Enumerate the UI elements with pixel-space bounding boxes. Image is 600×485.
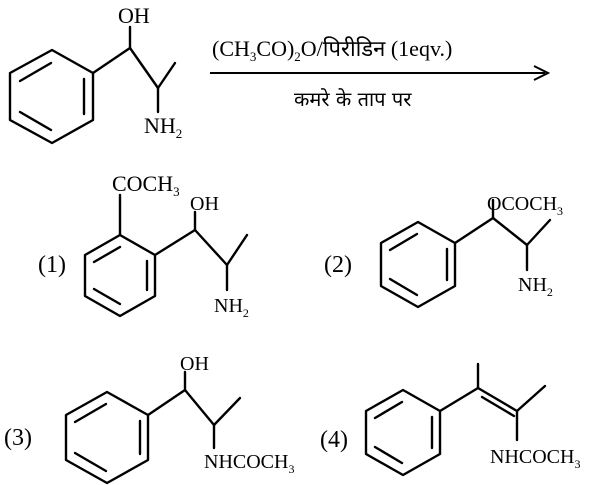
option-1[interactable]: (1) COCH3 OH NH2 xyxy=(38,171,249,320)
option-2-nh2-label: NH2 xyxy=(518,274,553,299)
alkene-double-bond-inner xyxy=(480,395,516,418)
side-chain-bonds xyxy=(91,46,160,90)
methyl-bond xyxy=(212,396,242,427)
benzene-ring xyxy=(8,48,95,145)
option-1-number: (1) xyxy=(38,252,66,278)
benzene-ring xyxy=(83,233,157,318)
reaction-condition: कमरे के ताप पर xyxy=(294,87,412,111)
side-chain-bonds xyxy=(453,216,529,247)
option-3-oh-label: OH xyxy=(180,353,209,375)
arrow-head xyxy=(533,65,551,81)
option-1-oh-label: OH xyxy=(190,193,219,215)
reactant-structure: OH NH2 xyxy=(8,3,182,145)
side-chain-bonds xyxy=(153,228,229,267)
alkene-double-bond xyxy=(476,386,519,413)
benzene-ring xyxy=(64,390,150,485)
option-3[interactable]: (3) OH NHCOCH3 xyxy=(4,353,294,485)
option-1-nh2-label: NH2 xyxy=(214,295,249,320)
benzene-ring xyxy=(364,388,442,477)
methyl-bond xyxy=(525,218,552,247)
option-1-acetyl-label: COCH3 xyxy=(112,171,180,199)
option-4-amide-label: NHCOCH3 xyxy=(490,446,580,471)
option-2[interactable]: (2) OCOCH3 NH2 xyxy=(324,193,563,309)
methyl-bond-right xyxy=(515,384,547,413)
option-2-ester-label: OCOCH3 xyxy=(487,193,563,218)
reagent-formula: (CH3CO)2O/पिरीडिन (1eqv.) xyxy=(212,36,452,64)
option-4[interactable]: (4) NHCOCH3 xyxy=(320,362,580,477)
reactant-nh2-label: NH2 xyxy=(144,113,182,141)
methyl-bond xyxy=(225,233,249,267)
methyl-bond xyxy=(156,61,177,90)
benzene-ring xyxy=(379,220,457,309)
option-2-number: (2) xyxy=(324,252,352,278)
reactant-oh-label: OH xyxy=(118,3,150,28)
side-chain-bonds xyxy=(146,388,216,427)
option-4-number: (4) xyxy=(320,427,348,453)
ring-alkene-bond xyxy=(438,386,480,413)
option-3-amide-label: NHCOCH3 xyxy=(204,451,294,476)
option-3-number: (3) xyxy=(4,425,32,451)
reaction-arrow-group: (CH3CO)2O/पिरीडिन (1eqv.) कमरे के ताप पर xyxy=(210,36,551,111)
